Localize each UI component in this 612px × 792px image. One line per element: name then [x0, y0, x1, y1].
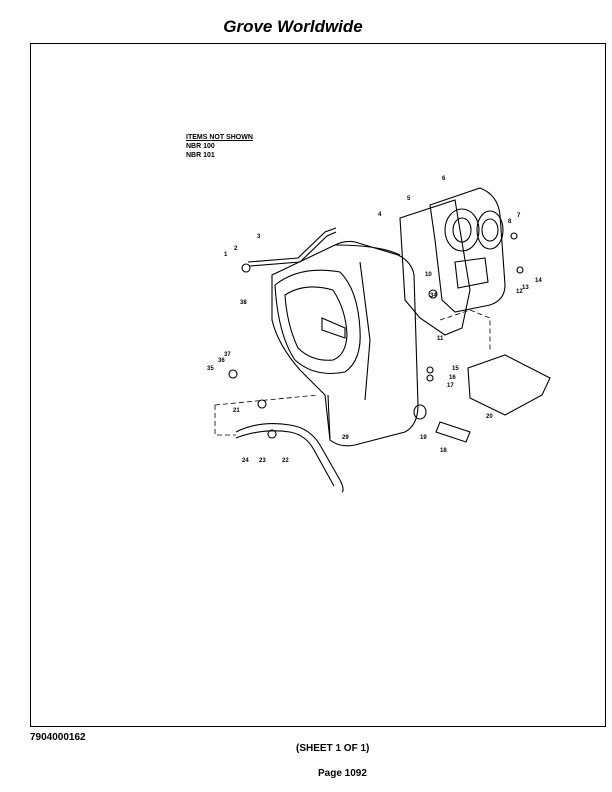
svg-text:24: 24	[242, 458, 249, 464]
svg-text:36: 36	[218, 358, 225, 364]
items-not-shown-note: ITEMS NOT SHOWN NBR 100 NBR 101	[186, 133, 253, 160]
svg-text:34: 34	[430, 293, 437, 299]
svg-text:18: 18	[440, 448, 447, 454]
svg-text:16: 16	[449, 375, 456, 381]
housing-front-flange	[274, 269, 361, 375]
svg-text:35: 35	[207, 366, 214, 372]
svg-text:7: 7	[517, 213, 521, 219]
drawing-frame	[30, 43, 606, 727]
svg-text:8: 8	[508, 219, 512, 225]
dipstick-tube	[435, 421, 471, 443]
page-number: Page 1092	[318, 768, 367, 779]
not-shown-item: NBR 100	[186, 143, 215, 150]
items-not-shown-heading: ITEMS NOT SHOWN	[186, 134, 253, 141]
svg-text:29: 29	[342, 435, 349, 441]
pan	[467, 354, 551, 416]
tube	[247, 227, 337, 263]
svg-text:13: 13	[522, 285, 529, 291]
breather-tube	[235, 423, 344, 493]
page-title: Grove Worldwide	[223, 17, 363, 36]
svg-text:23: 23	[259, 458, 266, 464]
svg-text:14: 14	[535, 278, 542, 284]
svg-text:1: 1	[224, 252, 228, 258]
svg-text:5: 5	[407, 196, 411, 202]
svg-text:2: 2	[234, 246, 238, 252]
svg-text:4: 4	[378, 212, 382, 218]
svg-text:10: 10	[425, 272, 432, 278]
svg-text:6: 6	[442, 176, 446, 182]
svg-text:12: 12	[516, 289, 523, 295]
not-shown-item: NBR 101	[186, 152, 215, 159]
rear-cover	[429, 187, 506, 313]
svg-text:37: 37	[224, 352, 231, 358]
svg-text:19: 19	[420, 435, 427, 441]
svg-text:38: 38	[240, 300, 247, 306]
svg-text:21: 21	[233, 408, 240, 414]
svg-text:3: 3	[257, 234, 261, 240]
housing-outline	[271, 240, 419, 447]
svg-text:15: 15	[452, 366, 459, 372]
svg-text:20: 20	[486, 414, 493, 420]
part-number: 7904000162	[30, 732, 86, 743]
gasket-plate	[399, 199, 471, 336]
svg-text:11: 11	[437, 336, 444, 342]
svg-text:17: 17	[447, 383, 454, 389]
svg-text:22: 22	[282, 458, 289, 464]
sheet-label: (SHEET 1 OF 1)	[296, 743, 370, 754]
